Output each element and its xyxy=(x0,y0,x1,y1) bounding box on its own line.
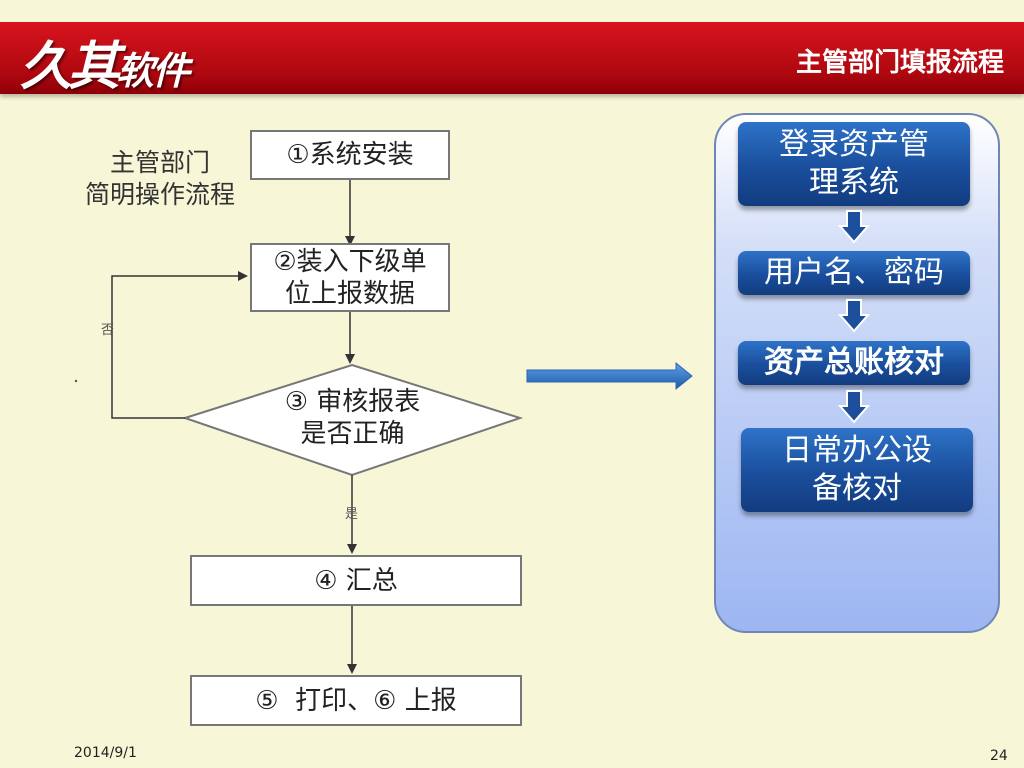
flowchart-label: 主管部门 简明操作流程 xyxy=(60,147,260,211)
header-bar: 久其软件 主管部门填报流程 xyxy=(0,22,1024,97)
step3-text: ③ 审核报表 是否正确 xyxy=(250,386,455,450)
dot-mark xyxy=(74,379,78,383)
logo: 久其软件 xyxy=(20,24,190,99)
step5-box: ⑤ 打印、⑥ 上报 xyxy=(190,675,522,726)
panel-step-equipment-line1: 日常办公设 xyxy=(782,433,932,468)
page-number: 24 xyxy=(990,748,1008,764)
flowchart-label-line1: 主管部门 xyxy=(109,148,210,177)
connector-no-loop xyxy=(111,271,248,419)
yes-label: 是 xyxy=(345,507,359,522)
step4-text: ④ 汇总 xyxy=(314,565,398,596)
step2-text-line1: ②装入下级单 xyxy=(273,246,427,277)
panel-step-ledger-text: 资产总账核对 xyxy=(764,345,944,380)
down-arrow-icon xyxy=(838,390,870,424)
footer-date: 2014/9/1 xyxy=(74,745,137,761)
step3-text-line2: 是否正确 xyxy=(300,419,405,449)
big-right-arrow-icon xyxy=(526,361,693,391)
no-label: 否 xyxy=(101,323,115,338)
panel-step-credentials: 用户名、密码 xyxy=(738,251,970,295)
panel-step-login-line1: 登录资产管 xyxy=(779,127,929,162)
step1-text: ①系统安装 xyxy=(286,140,414,170)
flowchart-label-line2: 简明操作流程 xyxy=(84,180,235,209)
down-arrow-icon xyxy=(838,210,870,244)
step3-text-line1: ③ 审核报表 xyxy=(284,387,421,417)
panel-step-ledger: 资产总账核对 xyxy=(738,341,970,385)
decision-diamond xyxy=(181,363,524,477)
step2-text-line2: 位上报数据 xyxy=(284,278,415,309)
down-arrow-icon xyxy=(838,299,870,333)
panel-step-equipment: 日常办公设 备核对 xyxy=(741,428,973,512)
logo-sub: 软件 xyxy=(116,48,190,93)
step5-text: ⑤ 打印、⑥ 上报 xyxy=(255,685,457,716)
logo-main: 久其 xyxy=(20,36,120,97)
step4-box: ④ 汇总 xyxy=(190,555,522,606)
panel-step-login: 登录资产管 理系统 xyxy=(738,122,970,206)
step1-box: ①系统安装 xyxy=(250,130,450,180)
panel-step-login-line2: 理系统 xyxy=(809,165,899,200)
page-title: 主管部门填报流程 xyxy=(795,48,1004,78)
panel-step-credentials-text: 用户名、密码 xyxy=(764,255,944,290)
panel-step-equipment-line2: 备核对 xyxy=(812,471,902,506)
step2-box: ②装入下级单 位上报数据 xyxy=(250,243,450,312)
